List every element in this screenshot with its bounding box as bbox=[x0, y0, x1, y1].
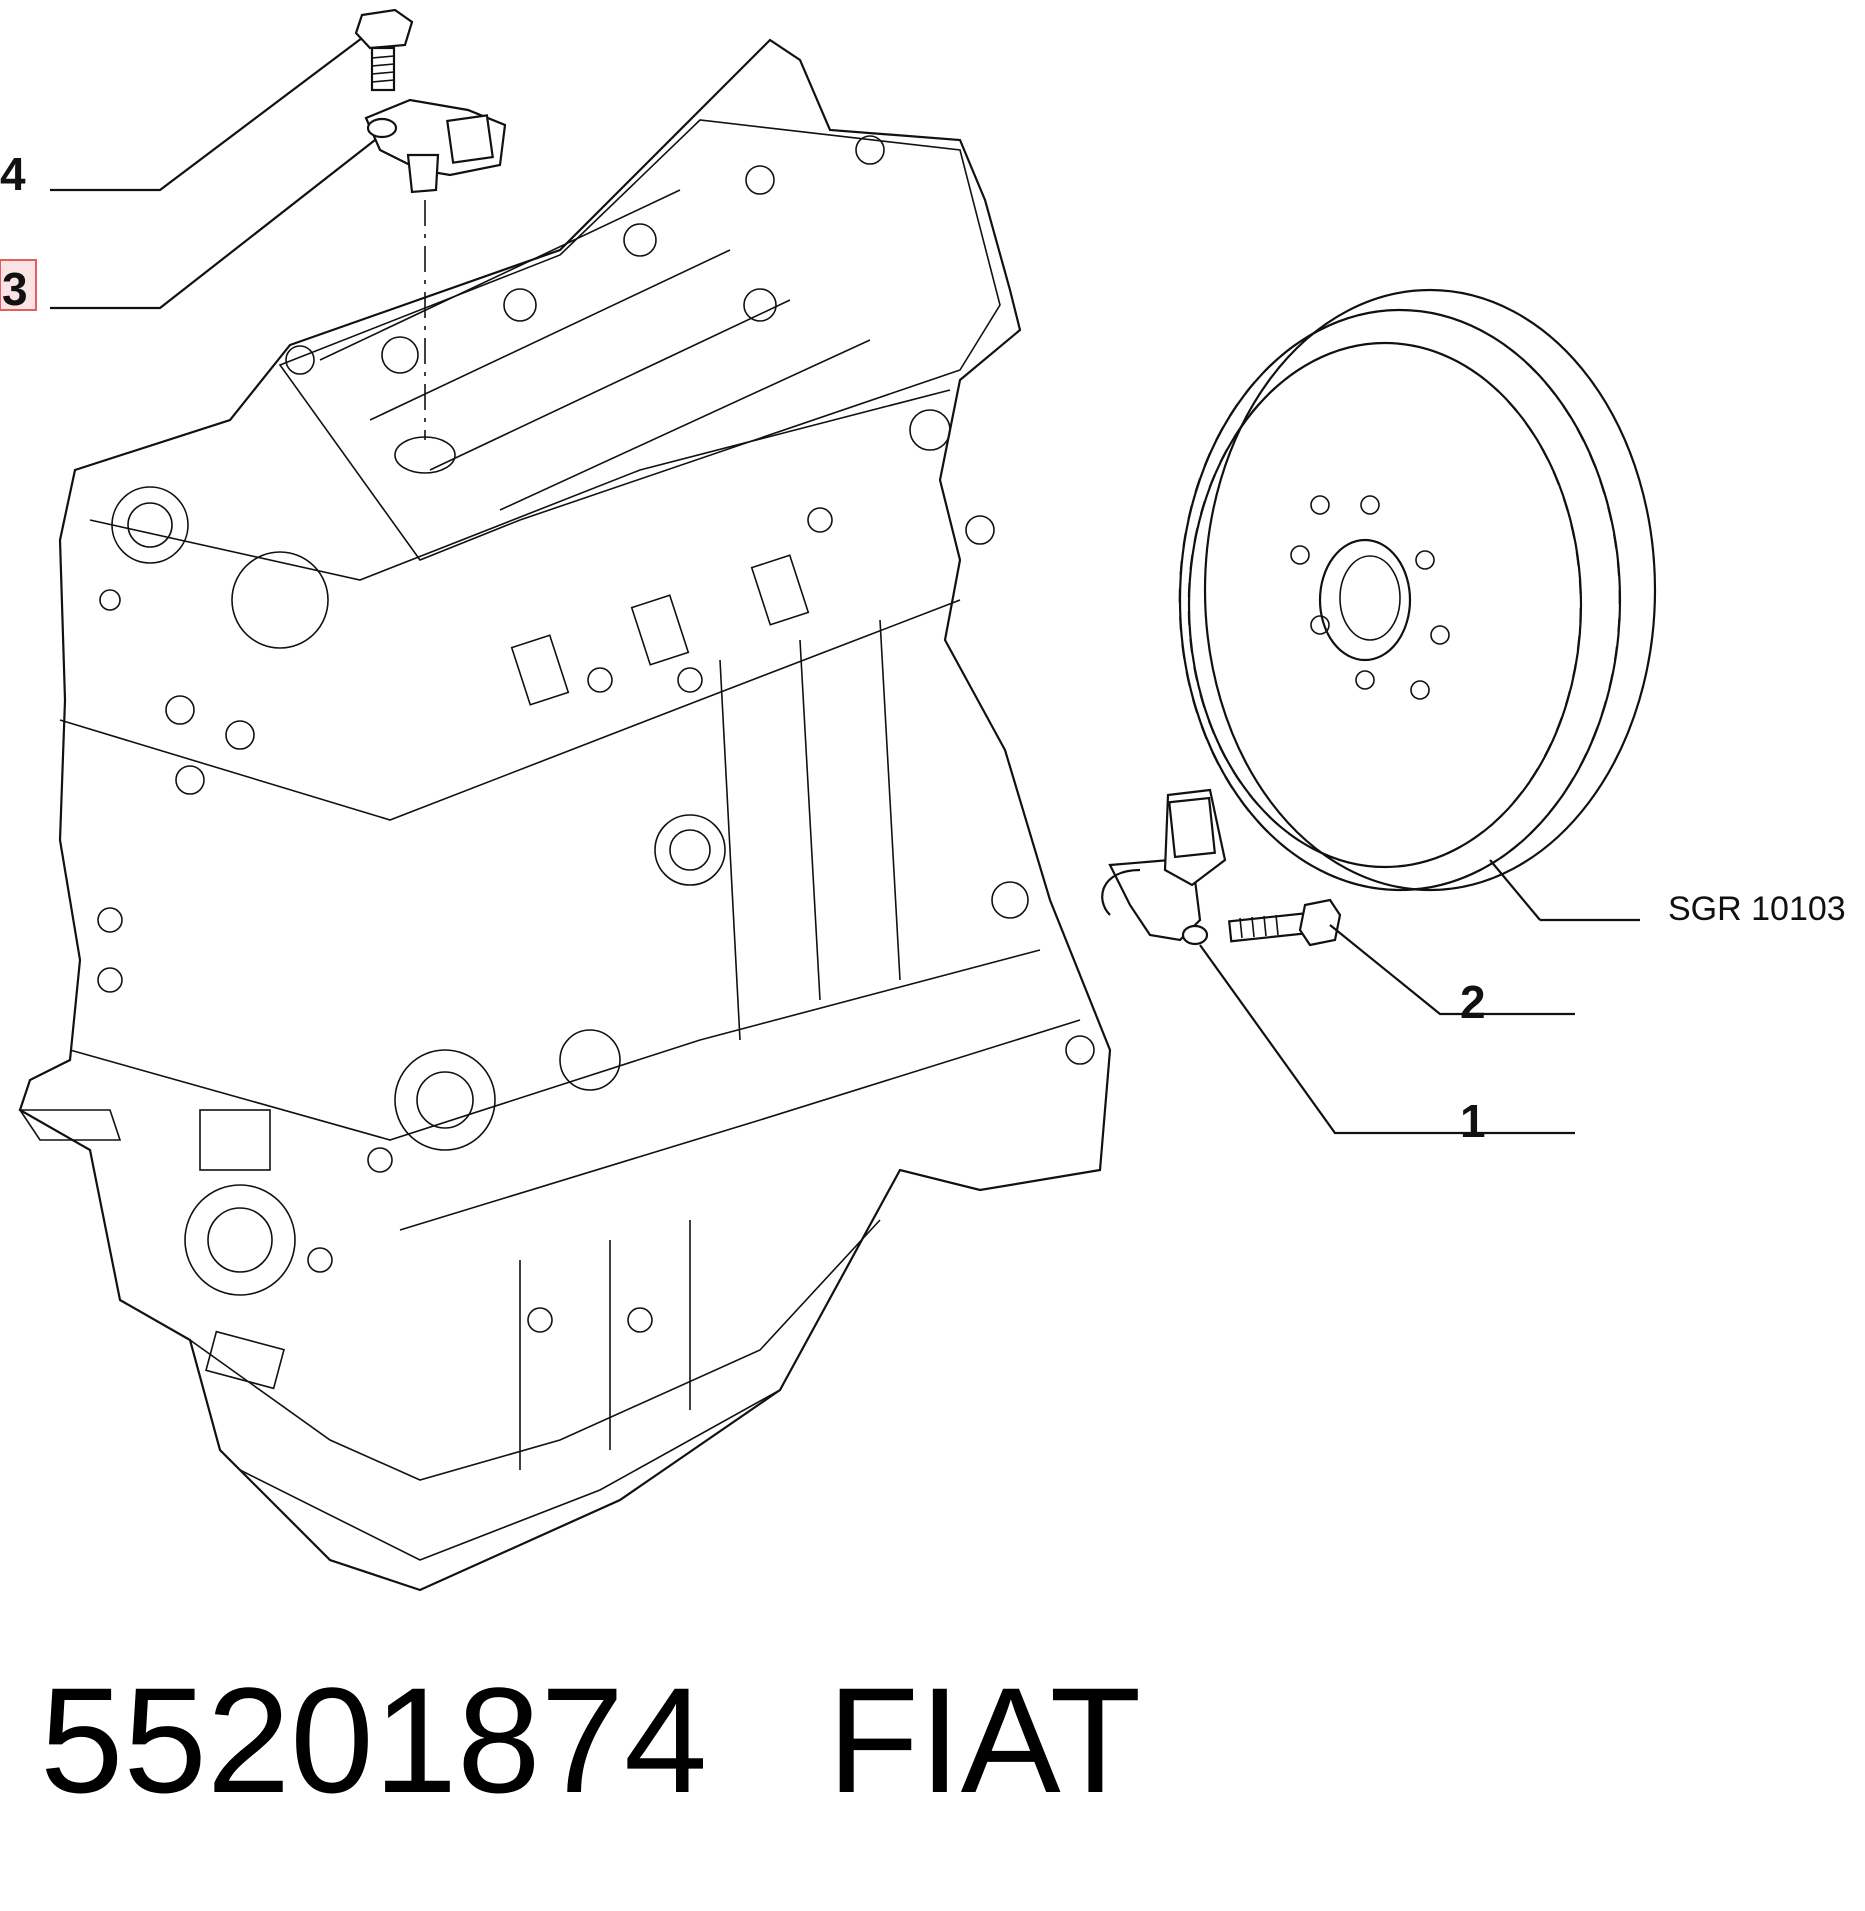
crank-sensor-assembly bbox=[1101, 788, 1342, 947]
callout-2: 2 bbox=[1460, 976, 1486, 1028]
callout-3-highlight bbox=[0, 259, 37, 311]
callout-1: 1 bbox=[1460, 1095, 1486, 1147]
leader-lines bbox=[50, 37, 1640, 1135]
tone-wheel bbox=[1178, 288, 1657, 892]
reference-code: SGR 10103 bbox=[1668, 890, 1846, 928]
engine-block bbox=[18, 38, 1112, 1592]
part-number: 55201874 bbox=[40, 1656, 708, 1824]
cam-sensor-assembly bbox=[354, 8, 507, 194]
callout-4: 4 bbox=[0, 148, 26, 200]
brand-name: FIAT bbox=[827, 1656, 1142, 1824]
part-caption: 55201874 FIAT bbox=[40, 1655, 1141, 1825]
callout-3: 3 bbox=[2, 263, 28, 315]
